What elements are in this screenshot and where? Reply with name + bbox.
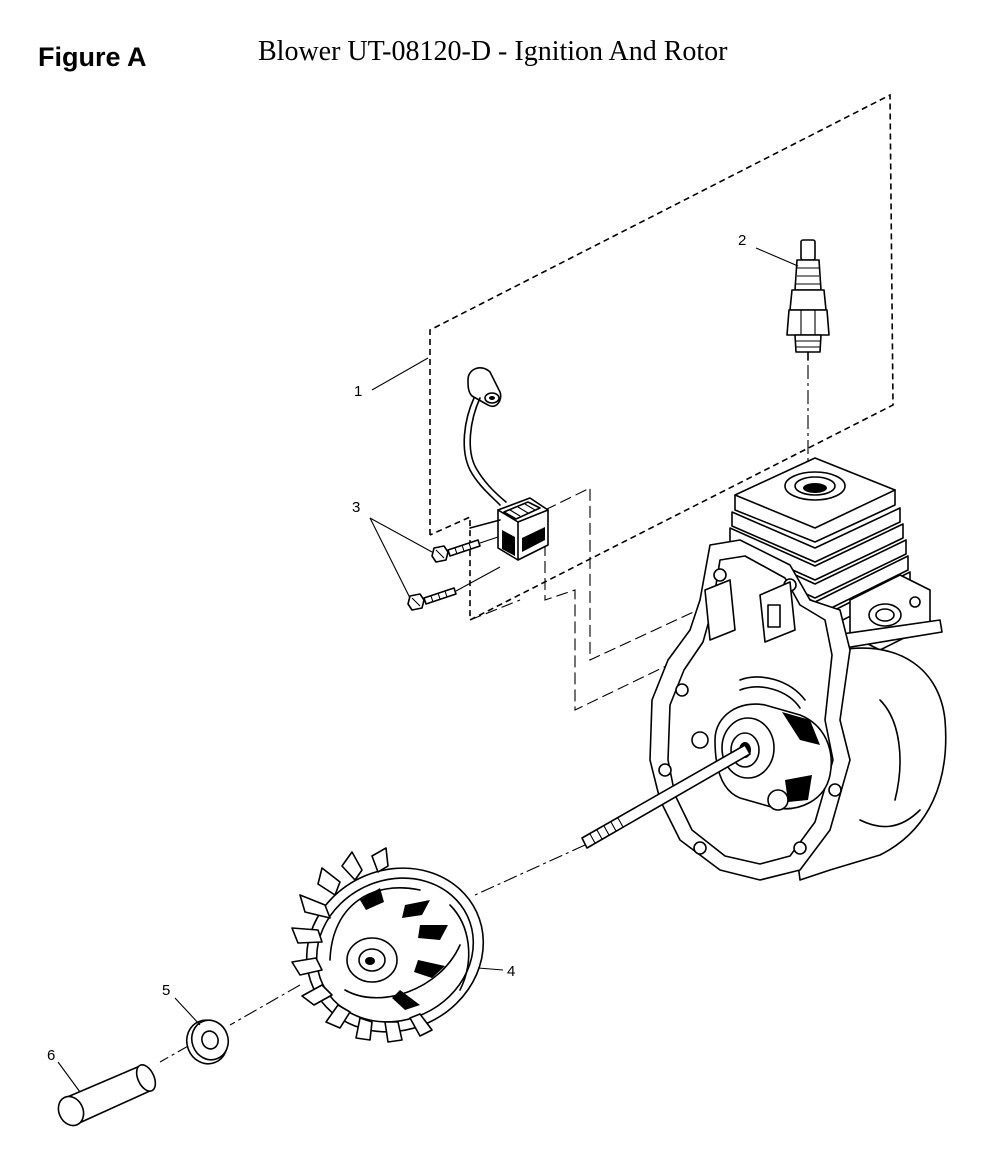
rotor-axis-centerline: [474, 844, 586, 896]
callout-3: 3: [352, 499, 360, 516]
callout-4: 4: [507, 963, 515, 980]
assembly-guide-lines: [469, 487, 731, 711]
sleeve: [57, 1064, 157, 1127]
diagram-title: Blower UT-08120-D - Ignition And Rotor: [258, 36, 728, 67]
flywheel-rotor: [291, 847, 485, 1043]
ignition-coil: [463, 367, 549, 561]
figure-label: Figure A: [38, 42, 147, 72]
washer-axis-centerline: [229, 984, 301, 1026]
group-boundary-dashed: [429, 93, 894, 622]
callout-6: 6: [47, 1047, 55, 1064]
callout-2: 2: [738, 232, 746, 249]
leader-lines: [57, 247, 799, 1093]
crankshaft: [581, 744, 751, 849]
spark-plug: [786, 239, 830, 361]
screw-upper: [431, 536, 499, 563]
callout-5: 5: [162, 982, 170, 999]
callout-1: 1: [354, 383, 362, 400]
sleeve-axis-centerline: [159, 1044, 191, 1063]
screw-lower: [407, 566, 501, 611]
washer: [185, 1019, 230, 1065]
